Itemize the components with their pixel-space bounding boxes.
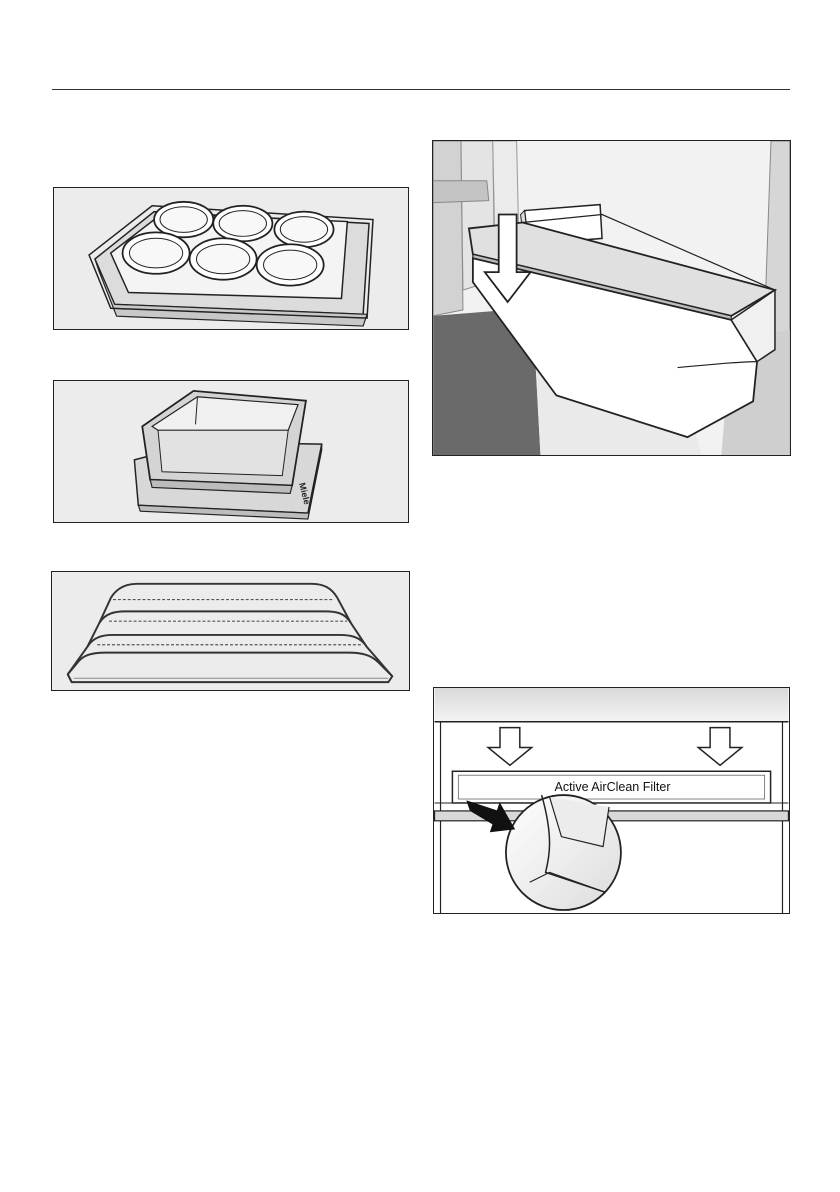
bottle-rack-illustration xyxy=(51,571,410,691)
bottle-rack-icon xyxy=(52,572,409,690)
egg-tray-illustration xyxy=(53,187,409,330)
egg-tray-icon xyxy=(54,188,408,329)
filter-insertion-illustration: Active AirClean Filter xyxy=(433,687,790,914)
shelf-removal-illustration xyxy=(432,140,791,456)
filter-label: Active AirClean Filter xyxy=(454,772,771,802)
fridge-interior-icon xyxy=(433,141,790,455)
storage-box-icon: Miele xyxy=(54,381,408,522)
header-rule xyxy=(52,89,790,90)
storage-box-illustration: Miele xyxy=(53,380,409,523)
